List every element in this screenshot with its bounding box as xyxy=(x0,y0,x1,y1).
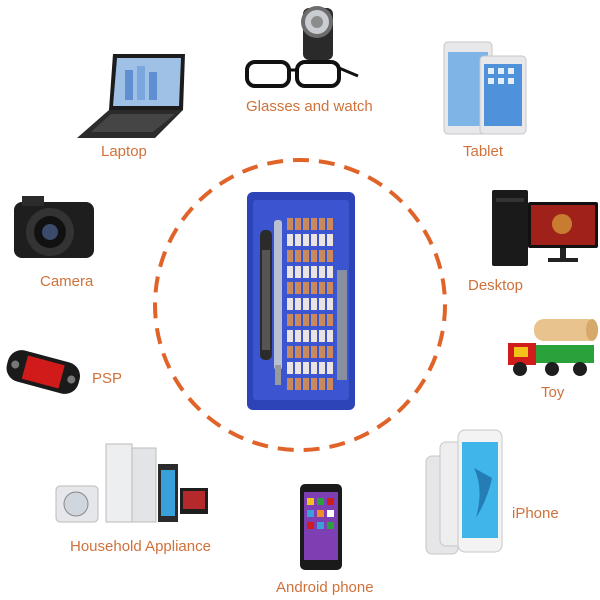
bit-slot xyxy=(327,298,333,310)
bit-slot xyxy=(303,266,309,278)
bit-slot xyxy=(327,378,333,390)
bit-slot xyxy=(303,346,309,358)
bit-slot xyxy=(287,330,293,342)
bit-slot xyxy=(295,282,301,294)
bit-slot xyxy=(303,282,309,294)
label-camera: Camera xyxy=(40,273,94,290)
bit-slot xyxy=(319,234,325,246)
desktop-icon xyxy=(492,190,598,266)
label-tablet: Tablet xyxy=(463,143,504,160)
bit-slot xyxy=(319,314,325,326)
bit-slot xyxy=(311,218,317,230)
bit-slot xyxy=(319,218,325,230)
bit-slot xyxy=(295,266,301,278)
bit-slot xyxy=(295,314,301,326)
bit-slot xyxy=(311,362,317,374)
bit-slot xyxy=(287,282,293,294)
label-iphone: iPhone xyxy=(512,505,559,522)
bit-slot xyxy=(319,346,325,358)
label-desktop: Desktop xyxy=(468,277,524,294)
label-laptop: Laptop xyxy=(101,143,147,160)
bit-slot xyxy=(303,250,309,262)
bit-slot xyxy=(319,330,325,342)
label-glasses-watch: Glasses and watch xyxy=(246,98,373,115)
bit-slot xyxy=(287,346,293,358)
bit-slot xyxy=(287,362,293,374)
bit-slot xyxy=(303,218,309,230)
label-psp: PSP xyxy=(92,370,123,387)
bit-slot xyxy=(327,330,333,342)
iphone-icon xyxy=(425,429,503,555)
bit-slot xyxy=(327,346,333,358)
label-toy: Toy xyxy=(541,384,565,401)
bit-slot xyxy=(303,378,309,390)
camera-icon xyxy=(14,196,94,258)
bit-slot xyxy=(327,234,333,246)
bit-slot xyxy=(303,362,309,374)
bit-slot xyxy=(295,250,301,262)
bit-slot xyxy=(303,314,309,326)
appliance-icon xyxy=(55,443,208,523)
bit-slot xyxy=(311,314,317,326)
bit-slot xyxy=(303,330,309,342)
laptop-icon xyxy=(77,54,185,138)
bit-slot xyxy=(319,298,325,310)
bit-slot xyxy=(295,330,301,342)
bit-slot xyxy=(287,218,293,230)
bit-slot xyxy=(327,266,333,278)
bit-slot xyxy=(311,330,317,342)
bit-slot xyxy=(327,218,333,230)
bit-slot xyxy=(287,266,293,278)
psp-icon xyxy=(6,350,80,394)
bit-slot xyxy=(327,362,333,374)
bit-slot xyxy=(311,234,317,246)
bit-slot xyxy=(295,234,301,246)
tablet-icon xyxy=(443,41,527,135)
glasses-watch-icon xyxy=(245,6,359,88)
bit-slot xyxy=(295,218,301,230)
bit-slot xyxy=(327,250,333,262)
bit-slot xyxy=(311,250,317,262)
bit-slot xyxy=(287,250,293,262)
label-household-appliance: Household Appliance xyxy=(70,538,211,555)
bit-slot xyxy=(287,234,293,246)
bit-slot xyxy=(303,234,309,246)
screwdriver-kit-image xyxy=(247,192,355,410)
bit-slot xyxy=(295,298,301,310)
bit-slot xyxy=(295,362,301,374)
bit-slot xyxy=(287,298,293,310)
label-android-phone: Android phone xyxy=(276,579,374,596)
bit-slot xyxy=(319,250,325,262)
bit-slot xyxy=(311,282,317,294)
toy-truck-icon xyxy=(508,319,598,376)
bit-slot xyxy=(295,378,301,390)
bit-slot xyxy=(311,266,317,278)
bit-slot xyxy=(311,298,317,310)
bit-slot xyxy=(319,266,325,278)
bit-slot xyxy=(327,314,333,326)
bit-slot xyxy=(311,346,317,358)
bit-slot xyxy=(303,298,309,310)
bit-slot xyxy=(319,378,325,390)
bit-slot xyxy=(319,282,325,294)
bit-slot xyxy=(287,314,293,326)
android-phone-icon xyxy=(300,484,342,570)
bit-slot xyxy=(319,362,325,374)
bit-slot xyxy=(311,378,317,390)
bit-slot xyxy=(295,346,301,358)
bit-slot xyxy=(287,378,293,390)
bit-slot xyxy=(327,282,333,294)
